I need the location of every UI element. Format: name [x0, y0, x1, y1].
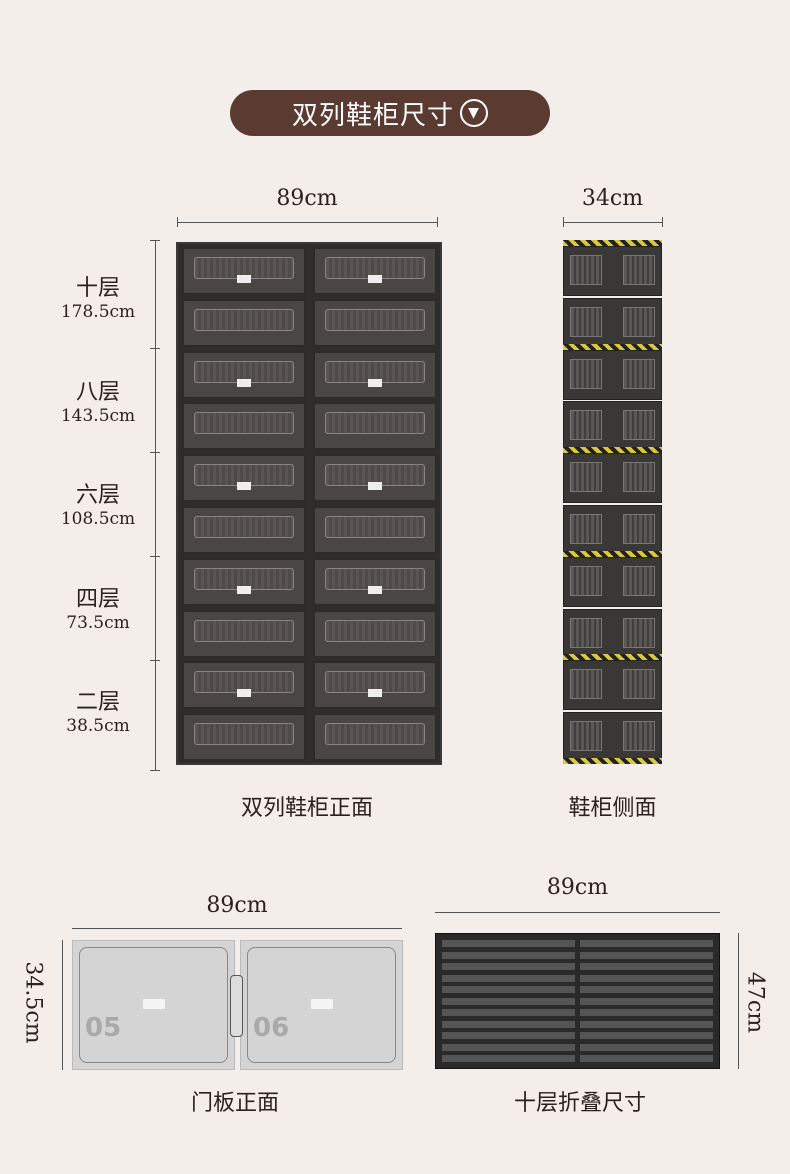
folded-height-line [738, 933, 739, 1069]
folded-cabinet-image [435, 933, 720, 1069]
side-drawer [563, 297, 662, 348]
drawer [182, 557, 306, 606]
circle-down-triangle-icon: ▼ [460, 99, 488, 127]
level-height: 178.5cm [60, 302, 136, 322]
door-width-line [72, 928, 402, 929]
folded-caption: 十层折叠尺寸 [513, 1091, 646, 1116]
drawer [313, 350, 437, 399]
tick [150, 240, 160, 241]
hazard-stripe [563, 240, 662, 246]
tick [150, 556, 160, 557]
tick [150, 348, 160, 349]
side-drawer [563, 660, 662, 711]
level-height: 108.5cm [60, 509, 136, 529]
tick [662, 217, 663, 227]
side-drawer [563, 712, 662, 763]
tick [150, 452, 160, 453]
front-cabinet-image [176, 242, 442, 765]
folded-layer [442, 1055, 713, 1062]
folded-layer [442, 940, 713, 947]
drawer [313, 247, 437, 295]
tick [437, 217, 438, 227]
drawer [182, 609, 306, 658]
drawer [182, 454, 306, 503]
drawer [182, 350, 306, 399]
hazard-stripe [563, 550, 662, 557]
door-height-line [62, 940, 63, 1070]
drawer [313, 402, 437, 451]
tick [150, 770, 160, 771]
drawer [182, 713, 306, 762]
door-panel-left: 05 [72, 940, 235, 1070]
door-hinge [230, 975, 243, 1037]
door-number: 05 [85, 1013, 122, 1043]
folded-width-line [435, 912, 720, 913]
drawer [182, 402, 306, 451]
side-caption: 鞋柜侧面 [568, 796, 657, 821]
door-number: 06 [253, 1013, 290, 1043]
folded-layer [442, 974, 713, 982]
title-text: 双列鞋柜尺寸 [291, 100, 454, 131]
tick [563, 217, 564, 227]
hazard-stripe [563, 343, 662, 350]
section-title: 双列鞋柜尺寸 ▼ [230, 90, 550, 136]
drawer [313, 298, 437, 347]
front-width-line [177, 222, 437, 223]
drawer [313, 557, 437, 606]
level-height: 38.5cm [66, 716, 130, 736]
folded-layer [442, 1043, 713, 1051]
door-caption: 门板正面 [190, 1091, 279, 1116]
drawer [313, 609, 437, 658]
drawer [313, 713, 437, 762]
height-line [155, 240, 156, 770]
side-drawer [563, 608, 662, 659]
drawer [182, 298, 306, 347]
drawer [313, 661, 437, 710]
folded-width-label: 89cm [546, 875, 609, 900]
door-height-label: 34.5cm [20, 961, 46, 1044]
folded-height-label: 47cm [742, 971, 768, 1034]
drawer [182, 247, 306, 295]
drawer [313, 454, 437, 503]
side-drawer [563, 453, 662, 504]
side-drawer [563, 401, 662, 452]
drawer [182, 506, 306, 554]
folded-layer [442, 963, 713, 970]
front-width-label: 89cm [276, 186, 338, 211]
drawer [313, 506, 437, 554]
level-name: 四层 [75, 586, 120, 612]
hazard-stripe [563, 654, 662, 660]
folded-layer [442, 1032, 713, 1039]
side-drawer [563, 246, 662, 296]
level-name: 十层 [75, 276, 120, 301]
hazard-stripe [563, 757, 662, 764]
door-panel-right: 06 [240, 940, 403, 1070]
level-name: 八层 [75, 379, 120, 405]
folded-layer [442, 1009, 713, 1016]
front-caption: 双列鞋柜正面 [240, 796, 373, 821]
drawer [182, 661, 306, 710]
side-width-label: 34cm [581, 186, 644, 211]
folded-layer [442, 1020, 713, 1028]
folded-layer [442, 951, 713, 959]
side-drawer [563, 556, 662, 607]
hazard-stripe [563, 447, 662, 453]
level-name: 六层 [75, 483, 120, 508]
tick [177, 217, 178, 227]
folded-layer [442, 986, 713, 993]
door-width-label: 89cm [206, 893, 268, 918]
side-drawer [563, 349, 662, 400]
level-height: 143.5cm [60, 405, 136, 426]
level-name: 二层 [75, 690, 120, 715]
level-height: 73.5cm [66, 612, 130, 633]
folded-layer [442, 997, 713, 1005]
side-drawer [563, 505, 662, 555]
side-width-line [563, 222, 662, 223]
tick [150, 660, 160, 661]
